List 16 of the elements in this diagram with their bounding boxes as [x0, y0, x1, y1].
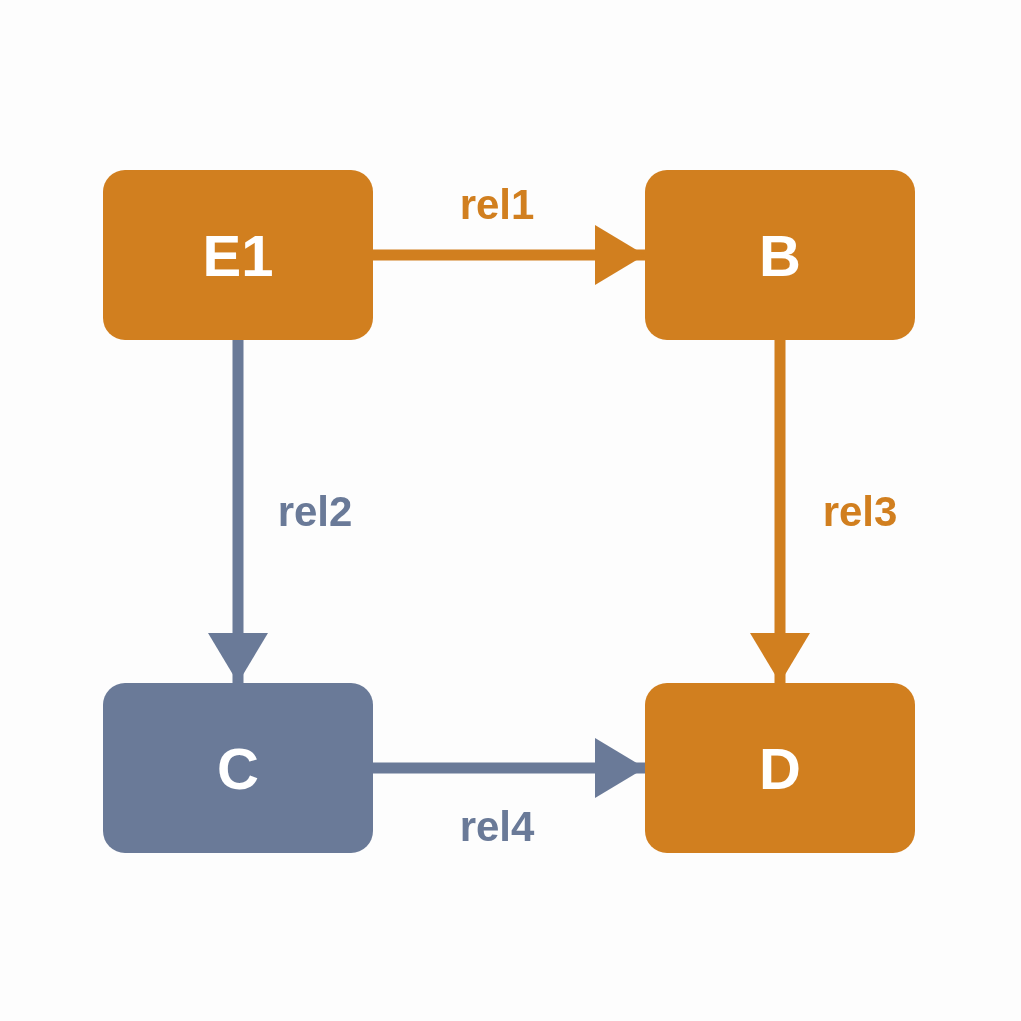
entity-name: E1 — [202, 221, 274, 289]
entity-name: D — [759, 734, 801, 802]
edge-label: rel2 — [277, 488, 353, 536]
edge-label: rel1 — [459, 181, 535, 229]
entity-box — [103, 170, 373, 340]
arrow — [373, 225, 645, 285]
entity-box — [103, 683, 373, 853]
arrow — [750, 340, 810, 683]
entity-name: C — [217, 734, 259, 802]
edge-label: rel3 — [822, 488, 898, 536]
entity-box — [645, 683, 915, 853]
entity-name: B — [759, 221, 801, 289]
edge-label: rel4 — [459, 803, 535, 851]
arrow — [373, 738, 645, 798]
entity-box — [645, 170, 915, 340]
arrow — [208, 340, 268, 683]
